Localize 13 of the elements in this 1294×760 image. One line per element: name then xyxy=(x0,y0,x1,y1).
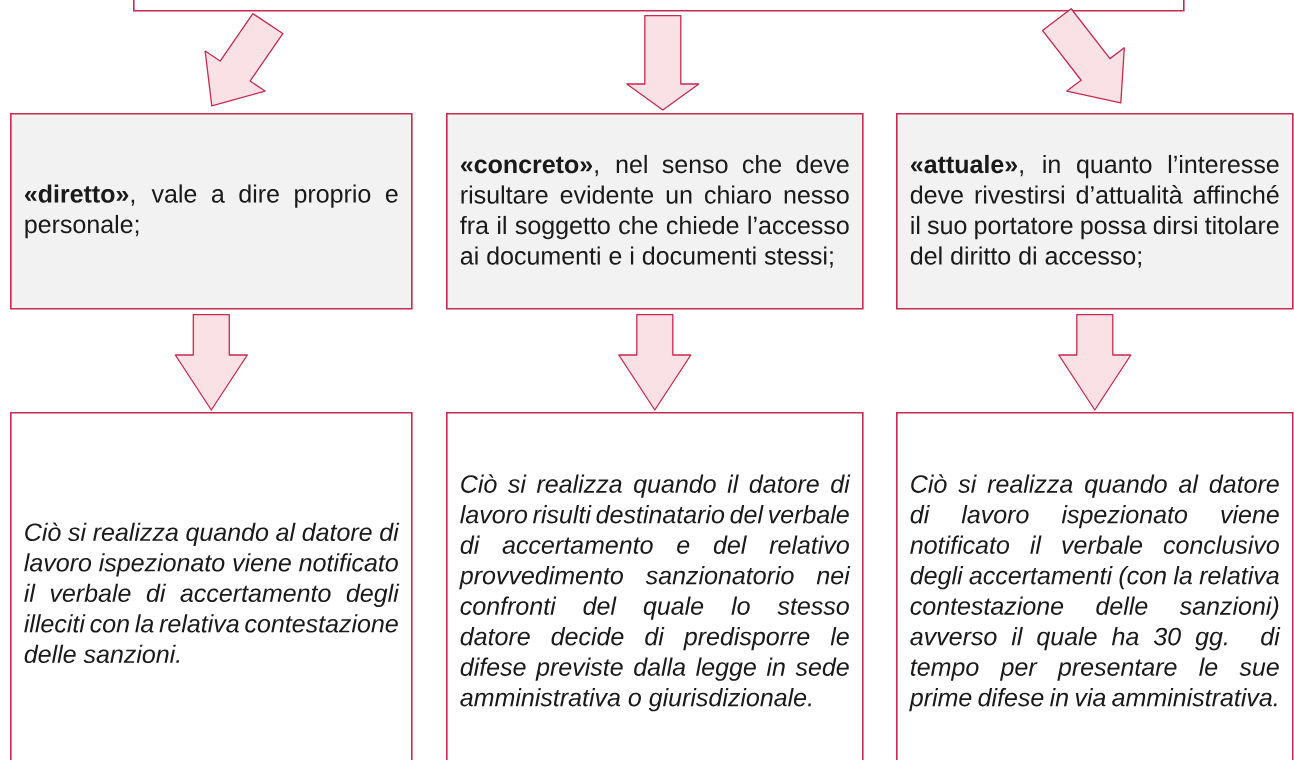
text-box: «diretto», vale a dire proprio e personale; xyxy=(10,113,413,310)
block-arrow xyxy=(626,14,700,111)
text-box: Ciò si realizza quando il datore di lavoro risulti destinatario del verbale di accertamento e del relativo provvedimento sanzionatorio nei confronti del quale lo stesso datore decide di predisporre le difese previste dalla legge in sede amministrativa o giurisdizionale. xyxy=(446,412,864,760)
text-box: «attuale», in quanto l’interesse deve rivestirsi d’attualità affinché il suo portatore possa dirsi titolare del diritto di accesso; xyxy=(896,113,1294,310)
text-box: Ciò si realizza quando al datore di lavoro ispezionato viene notificato il verbale di accertamento degli illeciti con la relativa contestazione delle sanzioni. xyxy=(10,412,413,760)
block-arrow xyxy=(174,313,248,411)
block-arrow xyxy=(204,12,284,107)
block-arrow xyxy=(1041,8,1125,104)
block-arrow xyxy=(1058,313,1132,411)
text-box: «concreto», nel senso che deve risultare evidente un chiaro nesso fra il soggetto che chiede l’accesso ai documenti e i documenti stessi; xyxy=(446,113,864,310)
text-box: Ciò si realizza quando al datore di lavoro ispezionato viene notificato il verbale conclusivo degli accertamenti (con la relativa contestazione delle sanzioni) avverso il quale ha 30 gg. di tempo per presentare le sue prime difese in via amministrativa. xyxy=(896,412,1294,760)
process-box xyxy=(133,0,1185,12)
block-arrow xyxy=(618,313,692,411)
